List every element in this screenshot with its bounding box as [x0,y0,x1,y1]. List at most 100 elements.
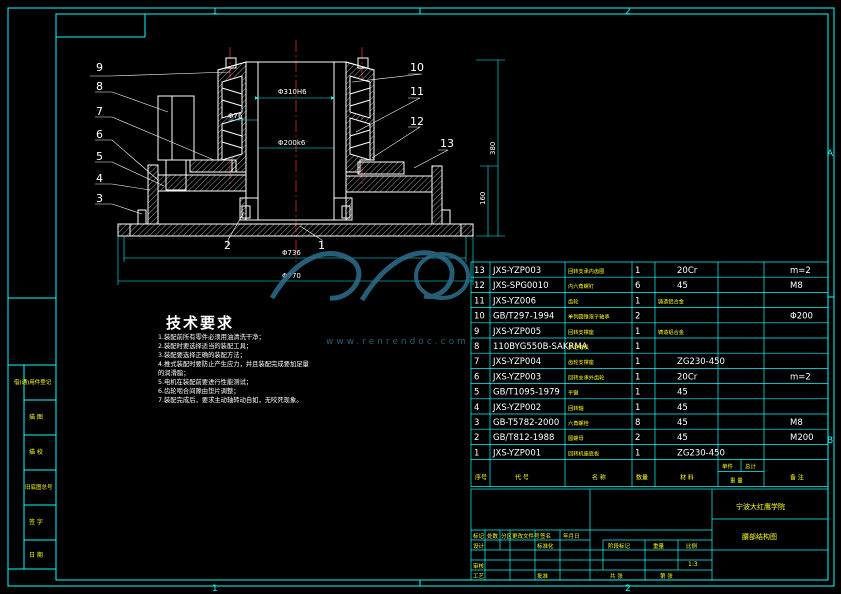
dim-height-total: 380 [489,142,497,155]
bom-cell-qty: 1 [635,448,640,458]
bom-cell-name: 回转支撑座 [568,328,594,336]
bom-cell-qty: 1 [635,342,640,352]
bom-cell-code: JXS-YZP004 [492,357,541,367]
tapered-bearings [221,75,371,161]
strip-item-date: 日 期 [29,551,43,559]
bom-cell-material: 45 [677,418,688,428]
balloon-3: 3 [96,192,103,205]
bom-cell-qty: 2 [635,433,640,443]
balloon-5: 5 [96,150,103,163]
strip-item-borrowed: 借(通)用件登记 [14,378,52,386]
strip-item-old-number: 旧底图总号 [25,483,53,491]
dim-overall-width: Φ770 [282,272,301,280]
dimensions [117,59,505,285]
bom-cell-name: 齿轮支撑座 [568,358,594,366]
leader-lines [90,71,449,247]
bom-cell-note: M8 [790,281,803,291]
balloon-4: 4 [96,172,103,185]
bom-cell-code: GB/T297-1994 [493,312,554,322]
bom-cell-no: 8 [474,342,479,352]
bom-cell-code: GB/T1095-1979 [493,388,560,398]
zone-top-1: 1 [212,7,218,17]
bom-header-no: 序号 [475,474,487,482]
watermark-url: www.renrendoc.com [326,337,469,347]
dim-height-base: 160 [479,192,487,205]
bom-cell-no: 5 [474,388,479,398]
bom-cell-qty: 2 [635,312,640,322]
tb-approve: 批准 [537,572,549,580]
tb-scale: 比例 [686,542,698,550]
bom-cell-no: 3 [474,418,479,428]
strip-item-trace: 描 图 [29,413,43,421]
tech-line: 的润滑脂； [158,370,190,377]
bom-cell-material: 20Cr [677,372,698,382]
strip-item-signature: 签 字 [29,518,43,526]
tb-design: 设计 [473,542,485,550]
bom-cell-name: 内六角螺钉 [568,282,594,290]
balloon-11: 11 [410,85,424,98]
tech-line: 5.电机在装配前要进行性能测试； [158,379,253,386]
balloon-labels: 9 8 7 6 5 4 3 2 1 10 11 12 13 [96,61,454,252]
bom-header-code: 代 号 [515,474,529,482]
bom-cell-material: 20Cr [677,266,698,276]
tb-weight: 重量 [653,542,665,550]
tb-signature: 签名 [540,532,551,540]
bom-cell-note: M200 [790,433,814,443]
bom-cell-note: M8 [790,418,803,428]
bom-header-material: 材 料 [680,474,694,482]
bom-cell-no: 7 [474,357,479,367]
tb-sheet-no: 第 张 [660,572,673,580]
tb-count: 处数 [487,532,499,540]
bom-cell-no: 6 [474,372,479,382]
bom-cell-name: 平键 [568,389,578,397]
balloon-13: 13 [440,137,454,150]
tech-line: 7.装配完成后，要求主动轴转动自如，无咬死现象。 [158,397,303,404]
bom-cell-note: Φ200 [790,312,813,322]
zone-side-a: A [827,149,834,159]
bom-cell-qty: 6 [635,281,640,291]
tech-line: 1.装配前所有零件必须用油清洗干净； [158,334,265,341]
balloon-12: 12 [410,115,424,128]
bom-cell-name: 齿轮 [568,297,578,305]
bom-cell-code: JXS-YZP002 [492,403,541,413]
bom-cell-no: 9 [474,327,479,337]
bom-cell-qty: 1 [635,388,640,398]
bom-cell-qty: 1 [635,403,640,413]
bom-cell-no: 12 [474,281,485,291]
bom-cell-material: 45 [677,388,688,398]
bom-cell-material: 45 [677,433,688,443]
bom-cell-no: 2 [474,433,479,443]
bom-cell-code: JXS-YZP001 [492,448,541,458]
bom-cell-qty: 8 [635,418,640,428]
title-block-text: 宁波大红鹰学院 腰部结构图 标记 处数 分区 更改文件号 签名 年月日 设计 标… [473,502,785,580]
bom-cell-code: GB/T812-1988 [493,433,554,443]
balloon-2: 2 [224,239,231,252]
dimension-texts: Φ310H6 Φ76 Φ200k6 380 160 Φ736 Φ770 [228,88,497,280]
tb-mark: 标记 [473,532,485,540]
tb-process: 工艺 [473,573,485,580]
side-strip: 借(通)用件登记 描 图 描 校 旧底图总号 签 字 日 期 [7,297,57,570]
bom-cell-name: 回转轴 [568,404,584,412]
zone-bottom-2: 2 [625,584,631,594]
bom-cell-name: 回转支承外齿轮 [568,373,604,381]
bom-header-note: 备 注 [790,474,804,482]
base-plate [117,223,474,237]
bom-header-weight_total: 总计 [745,463,757,471]
balloon-9: 9 [96,61,103,74]
bom-header-weight_single: 单件 [722,463,734,471]
tb-total-sheets: 共 张 [610,572,623,580]
title-block [470,488,829,581]
stepper-motor [157,95,195,161]
assembly-view [117,57,474,237]
bom-cell-material: ZG230-450 [677,357,725,367]
bom-header-weight: 重 量 [730,477,743,485]
watermark: www.renrendoc.com [269,250,470,347]
bom-cell-material: ZG230-450 [677,448,725,458]
bom-cell-no: 10 [474,312,485,322]
zone-side-b: B [827,436,833,446]
balloon-6: 6 [96,128,103,141]
bom-cell-no: 1 [474,448,479,458]
bom-cell-qty: 1 [635,372,640,382]
tb-stage-mark: 阶段标记 [608,542,631,550]
